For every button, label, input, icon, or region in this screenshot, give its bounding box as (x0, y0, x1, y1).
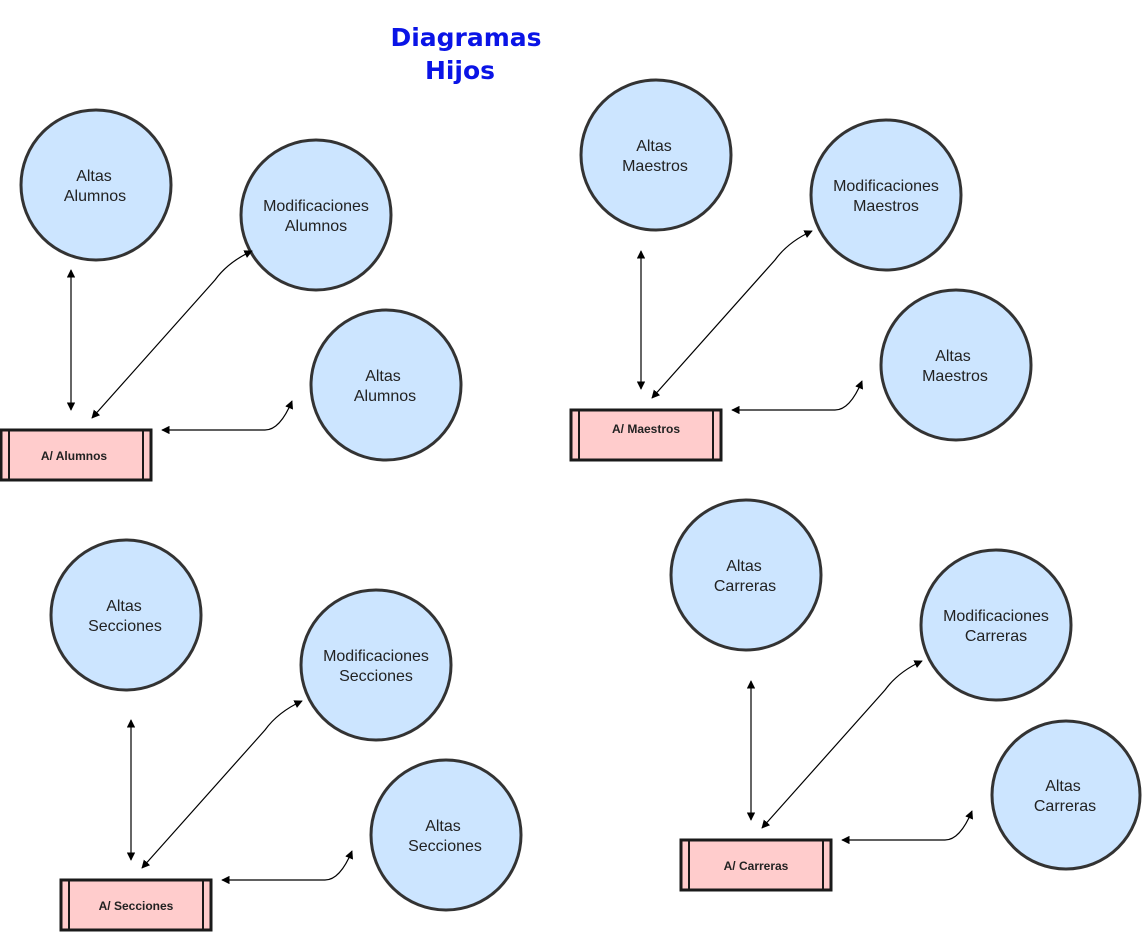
process-label-line-1: Altas (935, 348, 971, 365)
entity-label: A/ Alumnos (41, 449, 108, 463)
process-label-line-2: Carreras (1034, 798, 1096, 815)
group-secciones: Altas Secciones Modificaciones Secciones… (49, 538, 523, 932)
process-altas-secciones-2[interactable]: Altas Secciones (369, 758, 523, 912)
process-label-line-1: Modificaciones (943, 608, 1049, 625)
process-label-line-2: Secciones (339, 668, 413, 685)
process-modificaciones-maestros[interactable]: Modificaciones Maestros (809, 118, 963, 272)
process-label-line-2: Alumnos (285, 218, 347, 235)
process-label-line-1: Modificaciones (263, 198, 369, 215)
process-label-line-2: Carreras (714, 578, 776, 595)
diagram-title-line-1: Diagramas (390, 23, 541, 52)
process-altas-carreras-2[interactable]: Altas Carreras (990, 719, 1142, 871)
entity-label: A/ Secciones (99, 899, 174, 913)
entity-maestros[interactable]: A/ Maestros (569, 408, 723, 462)
process-label-line-2: Secciones (88, 618, 162, 635)
entity-alumnos[interactable]: A/ Alumnos (0, 428, 153, 482)
flow-arrow (161, 400, 293, 435)
process-altas-alumnos-2[interactable]: Altas Alumnos (309, 308, 463, 462)
process-label-line-2: Carreras (965, 628, 1027, 645)
group-maestros: Altas Maestros Modificaciones Maestros A… (569, 78, 1033, 462)
process-label-line-2: Secciones (408, 838, 482, 855)
flow-arrow (761, 660, 923, 829)
entity-label: A/ Maestros (612, 422, 680, 436)
process-altas-carreras[interactable]: Altas Carreras (669, 498, 823, 652)
entity-secciones[interactable]: A/ Secciones (59, 878, 213, 932)
group-carreras: Altas Carreras Modificaciones Carreras A… (669, 498, 1142, 892)
process-label-line-1: Altas (1045, 778, 1081, 795)
process-label-line-2: Maestros (922, 368, 988, 385)
process-label-line-1: Modificaciones (833, 178, 939, 195)
process-altas-maestros[interactable]: Altas Maestros (579, 78, 733, 232)
process-modificaciones-secciones[interactable]: Modificaciones Secciones (299, 588, 453, 742)
process-modificaciones-carreras[interactable]: Modificaciones Carreras (919, 548, 1073, 702)
flow-arrow (651, 230, 813, 399)
process-altas-secciones[interactable]: Altas Secciones (49, 538, 203, 692)
process-label-line-1: Modificaciones (323, 648, 429, 665)
group-alumnos: Altas Alumnos Modificaciones Alumnos Alt… (0, 108, 463, 482)
process-altas-alumnos[interactable]: Altas Alumnos (19, 108, 173, 262)
process-label-line-1: Altas (726, 558, 762, 575)
process-modificaciones-alumnos[interactable]: Modificaciones Alumnos (239, 138, 393, 292)
flow-arrow (221, 850, 353, 885)
flow-arrow (841, 810, 973, 845)
process-label-line-2: Alumnos (64, 188, 126, 205)
flow-arrow (91, 250, 253, 419)
process-label-line-1: Altas (425, 818, 461, 835)
flow-arrow (731, 380, 863, 415)
process-altas-maestros-2[interactable]: Altas Maestros (879, 288, 1033, 442)
process-label-line-2: Maestros (853, 198, 919, 215)
process-label-line-2: Maestros (622, 158, 688, 175)
process-label-line-1: Altas (76, 168, 112, 185)
process-label-line-1: Altas (106, 598, 142, 615)
flow-arrow (141, 700, 303, 869)
process-label-line-2: Alumnos (354, 388, 416, 405)
process-label-line-1: Altas (365, 368, 401, 385)
diagram-title-line-2: Hijos (425, 56, 495, 85)
entity-carreras[interactable]: A/ Carreras (679, 838, 833, 892)
process-label-line-1: Altas (636, 138, 672, 155)
entity-label: A/ Carreras (724, 859, 789, 873)
